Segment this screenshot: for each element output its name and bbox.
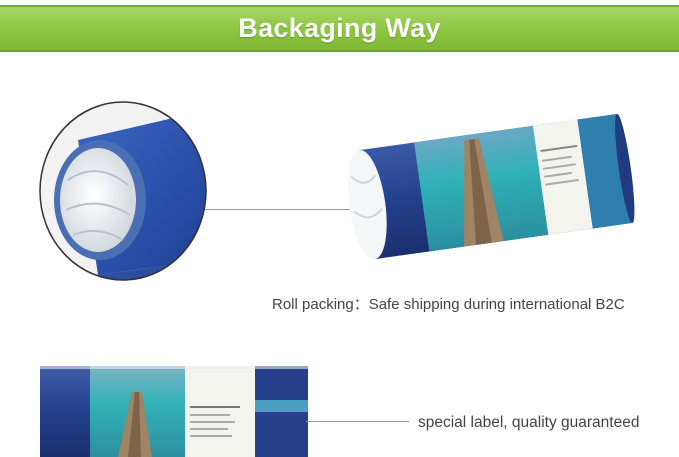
leader-line-label: [306, 421, 409, 422]
leader-line-closeup: [205, 209, 353, 210]
caption-special-label: special label, quality guaranteed: [418, 414, 640, 431]
large-roll-image: [347, 113, 635, 260]
banner-title: Backaging Way: [238, 13, 441, 43]
roll-end-closeup-image: [39, 101, 207, 281]
header-banner: Backaging Way: [0, 5, 679, 52]
caption-roll-packing: Roll packing：Safe shipping during intern…: [272, 296, 625, 313]
small-roll-image: [40, 366, 308, 457]
